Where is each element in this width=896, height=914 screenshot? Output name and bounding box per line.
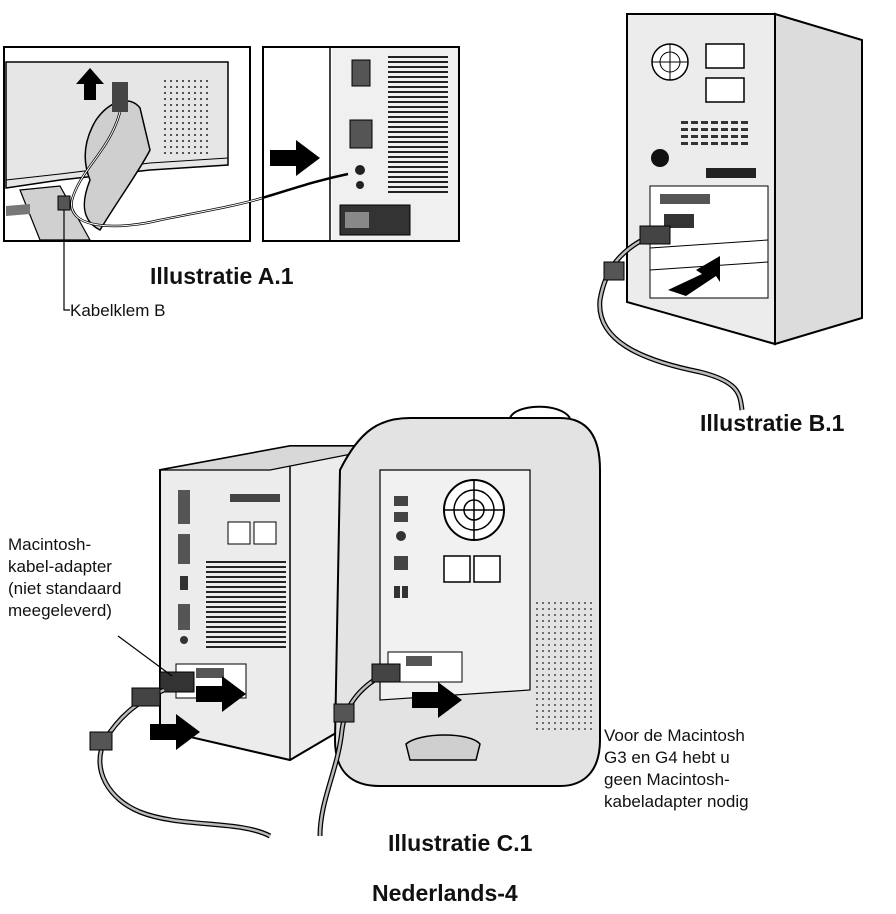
illustration-c1-pc-tower [89,445,393,839]
cable-clamp-callout-line [63,210,70,311]
page-footer-label: Nederlands-4 [372,880,518,906]
illustration-c1-caption: Illustratie C.1 [388,830,533,856]
illustration-c1-mac-case [317,405,601,837]
adapter-note-line: (niet standaard [8,579,122,598]
illustration-a1-caption: Illustratie A.1 [150,263,294,289]
adapter-note-line: Macintosh- [8,535,92,554]
illustration-a1-right-panel [261,46,460,242]
g3-g4-note-line: kabeladapter nodig [604,792,749,811]
illustration-a1-left-panel [3,46,263,242]
g3-g4-note-line: geen Macintosh- [604,770,730,789]
g3-g4-note-line: G3 en G4 hebt u [604,748,730,767]
cable-clamp-b-label: Kabelklem B [70,301,166,320]
adapter-note: Macintosh- kabel-adapter (niet standaard… [8,534,121,622]
illustration-b1-pc-tower [597,12,863,411]
adapter-note-line: kabel-adapter [8,557,112,576]
illustration-b1-caption: Illustratie B.1 [700,410,845,436]
g3-g4-note: Voor de Macintosh G3 en G4 hebt u geen M… [604,725,749,813]
adapter-note-line: meegeleverd) [8,601,112,620]
g3-g4-note-line: Voor de Macintosh [604,726,745,745]
